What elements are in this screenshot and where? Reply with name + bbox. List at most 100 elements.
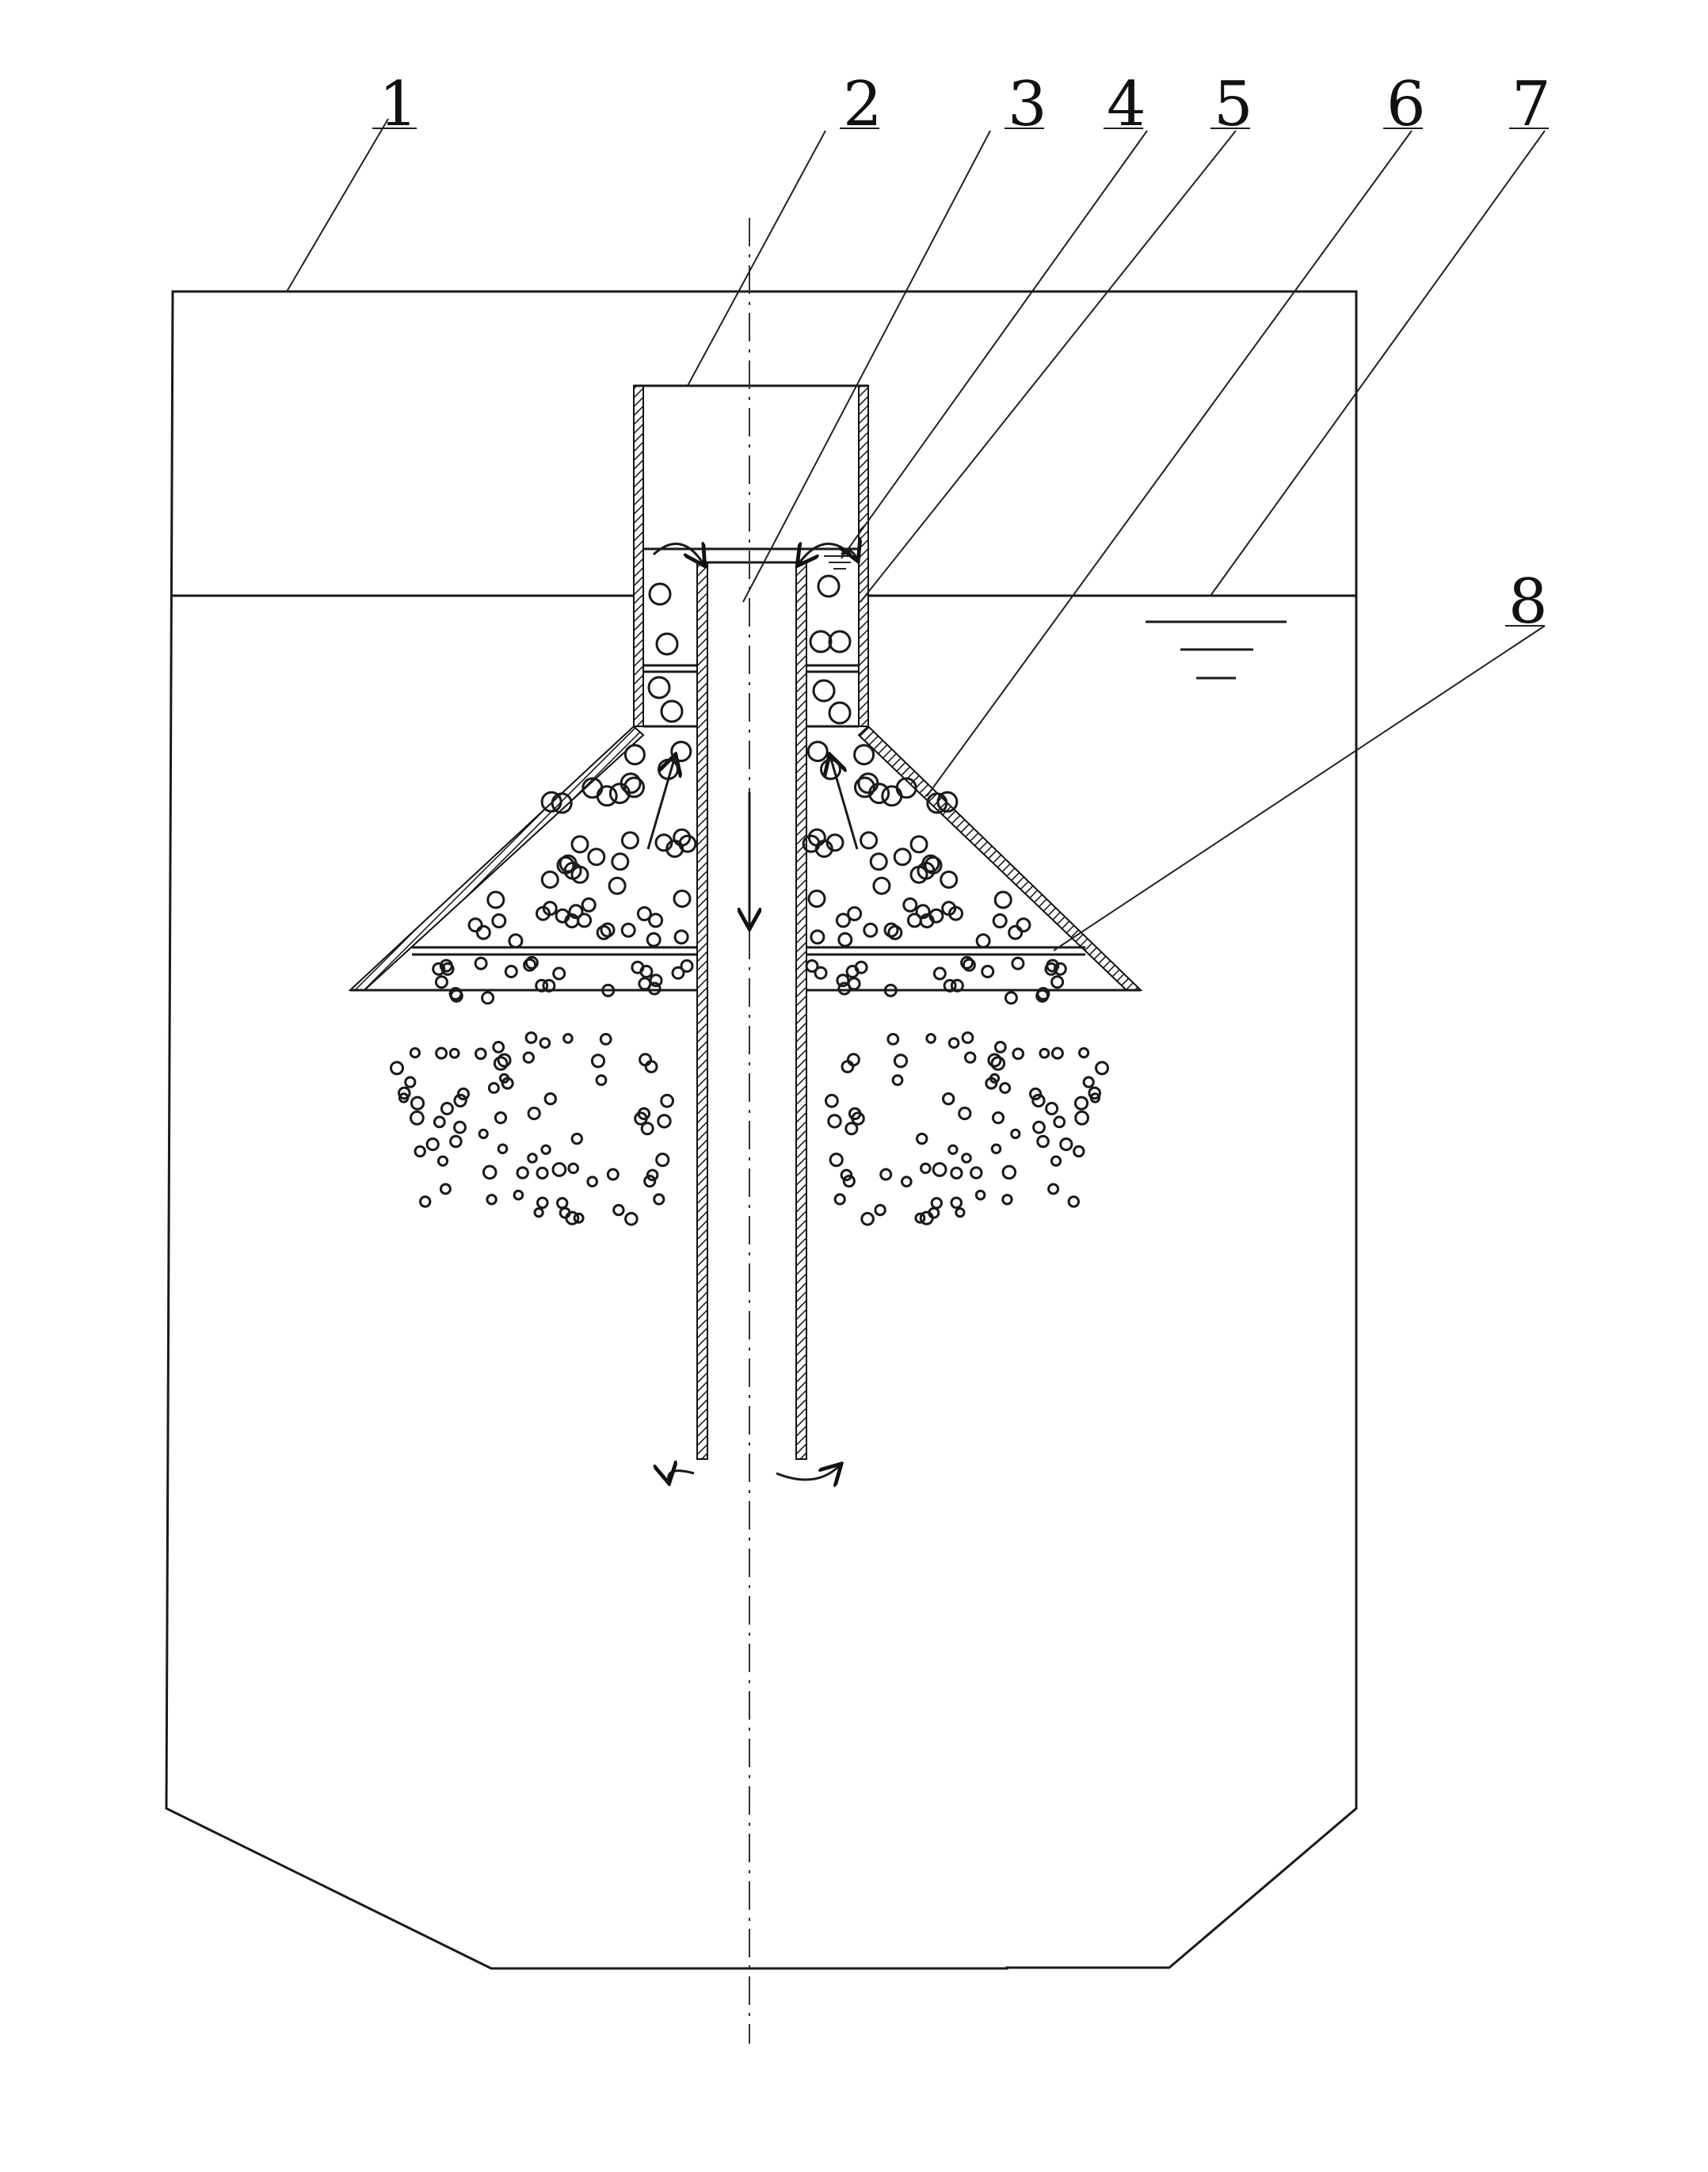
bubble [1004, 991, 1018, 1005]
bubble [828, 630, 852, 654]
bubble [623, 776, 645, 798]
bubble [448, 987, 463, 1000]
bubble [833, 1193, 846, 1206]
bubble [587, 848, 606, 867]
bubble [869, 852, 888, 871]
bubble [1082, 1076, 1095, 1088]
bubble [999, 1082, 1012, 1094]
bubble [540, 871, 559, 889]
bubble [540, 1144, 551, 1156]
bubble [827, 1114, 842, 1129]
bubble [812, 679, 836, 703]
bubble [993, 1041, 1007, 1054]
label-5: 5 [1214, 69, 1253, 140]
bubble [920, 1162, 932, 1175]
bubble [498, 1073, 510, 1084]
bubble [523, 958, 537, 972]
bubble [660, 1093, 674, 1108]
bubble [950, 1196, 963, 1210]
water-level-symbol [1146, 620, 1287, 680]
bubble [915, 904, 931, 920]
bubble [936, 791, 959, 813]
bubble [439, 1183, 452, 1195]
bubble [947, 1037, 960, 1049]
bubble [948, 905, 963, 921]
bubble [551, 792, 573, 814]
bubble [961, 1153, 972, 1164]
bubble [975, 933, 991, 949]
bubble [556, 855, 575, 875]
bubble [425, 1137, 440, 1152]
bubble [414, 1145, 426, 1158]
bubble [601, 983, 616, 997]
bubble [842, 1175, 856, 1188]
bubble [1059, 1137, 1073, 1152]
bubble [909, 835, 928, 854]
bubble [893, 1054, 909, 1069]
bubble [1047, 1183, 1060, 1195]
bubble [846, 1053, 860, 1067]
bubble [599, 1033, 612, 1046]
bubble [398, 1086, 411, 1100]
bubble [837, 932, 853, 947]
bubble [478, 1128, 489, 1140]
bubble [475, 924, 491, 940]
bubble [535, 978, 549, 993]
bubble [863, 922, 879, 938]
bubble [670, 741, 692, 763]
bubble [925, 1033, 936, 1044]
bubble [608, 783, 631, 805]
bubble [648, 582, 672, 606]
bubble [657, 1114, 672, 1129]
bubble [486, 1194, 498, 1206]
label-1: 1 [379, 69, 418, 140]
bubble [648, 913, 664, 928]
bubble [958, 1107, 972, 1121]
bubble [410, 1096, 425, 1111]
bubble [990, 1056, 1006, 1071]
bubble [542, 978, 556, 993]
bubble [810, 929, 825, 945]
bubble [596, 924, 612, 940]
bubble [562, 1033, 574, 1044]
bubble [814, 966, 828, 980]
bubble [829, 1153, 844, 1168]
perforated-plate [412, 946, 1085, 956]
bubble [419, 1195, 432, 1208]
bubble [581, 777, 604, 799]
bubble [522, 1051, 535, 1064]
bubble [491, 913, 507, 928]
bubble [486, 890, 505, 909]
bubble [504, 965, 518, 978]
bubble [623, 744, 646, 766]
label-6: 6 [1386, 69, 1426, 140]
bubble [653, 1193, 665, 1206]
bubble [1053, 1115, 1066, 1129]
bubble [1011, 956, 1025, 970]
bubble [807, 890, 826, 908]
bubble [1050, 1155, 1062, 1167]
bubble [1001, 1164, 1017, 1180]
bubble [595, 1074, 608, 1086]
bubble [524, 955, 539, 970]
bubble [570, 835, 589, 854]
bubble [805, 959, 819, 973]
bubble [568, 904, 584, 920]
bubble [390, 1061, 404, 1076]
bubble [596, 785, 618, 807]
bubble [950, 978, 964, 993]
bubble [543, 1092, 557, 1106]
bubble [673, 929, 689, 945]
central-tube [696, 561, 807, 1460]
bubble [536, 905, 551, 921]
bubble [961, 1031, 974, 1044]
bubble [893, 848, 912, 867]
bubble [570, 1132, 583, 1145]
bubble [895, 777, 917, 799]
bubble [902, 897, 918, 913]
bubble [1053, 962, 1067, 976]
bubble [474, 956, 488, 970]
bubble [835, 913, 851, 928]
bubble [872, 876, 891, 895]
bubble [1036, 1134, 1050, 1149]
